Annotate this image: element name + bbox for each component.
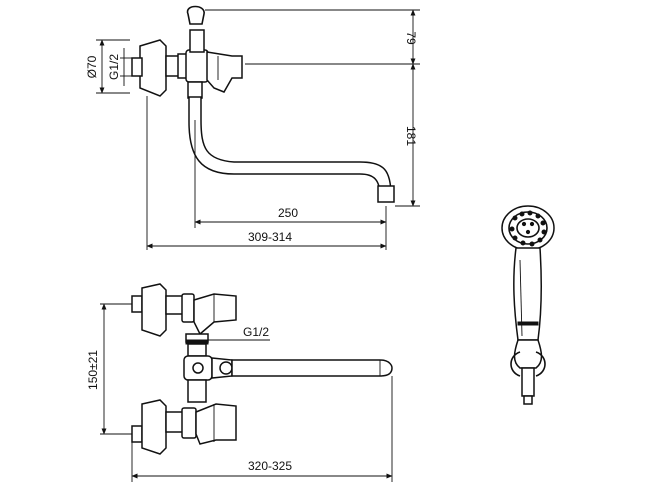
dim-thread-bottom-label: G1/2 (243, 325, 269, 339)
handle-top (206, 51, 243, 93)
dim-150-label: 150±21 (86, 350, 100, 390)
spout (188, 96, 392, 197)
dim-181-label: 181 (404, 126, 418, 146)
side-view (131, 5, 395, 203)
lower-flange (141, 399, 167, 455)
lower-handle (195, 403, 237, 445)
hand-shower (501, 205, 555, 405)
dimensions-bottom (100, 303, 393, 482)
dim-309-label: 309-314 (248, 230, 292, 244)
dim-thread-top-label: G1/2 (107, 54, 121, 80)
upper-handle (193, 293, 237, 336)
dim-diameter-label: Ø70 (85, 55, 99, 78)
dim-79-label: 79 (404, 31, 418, 45)
upper-flange (141, 283, 167, 337)
shower-handle (513, 247, 543, 341)
mixer-body-top (185, 49, 209, 83)
dim-250-label: 250 (278, 206, 298, 220)
front-view (131, 283, 393, 455)
shower-holder (186, 5, 205, 25)
front-spout (231, 359, 393, 377)
shower-hook (513, 339, 543, 369)
dim-320-label: 320-325 (248, 459, 292, 473)
wall-flange-top (139, 39, 167, 97)
dimensions-top (96, 9, 420, 250)
